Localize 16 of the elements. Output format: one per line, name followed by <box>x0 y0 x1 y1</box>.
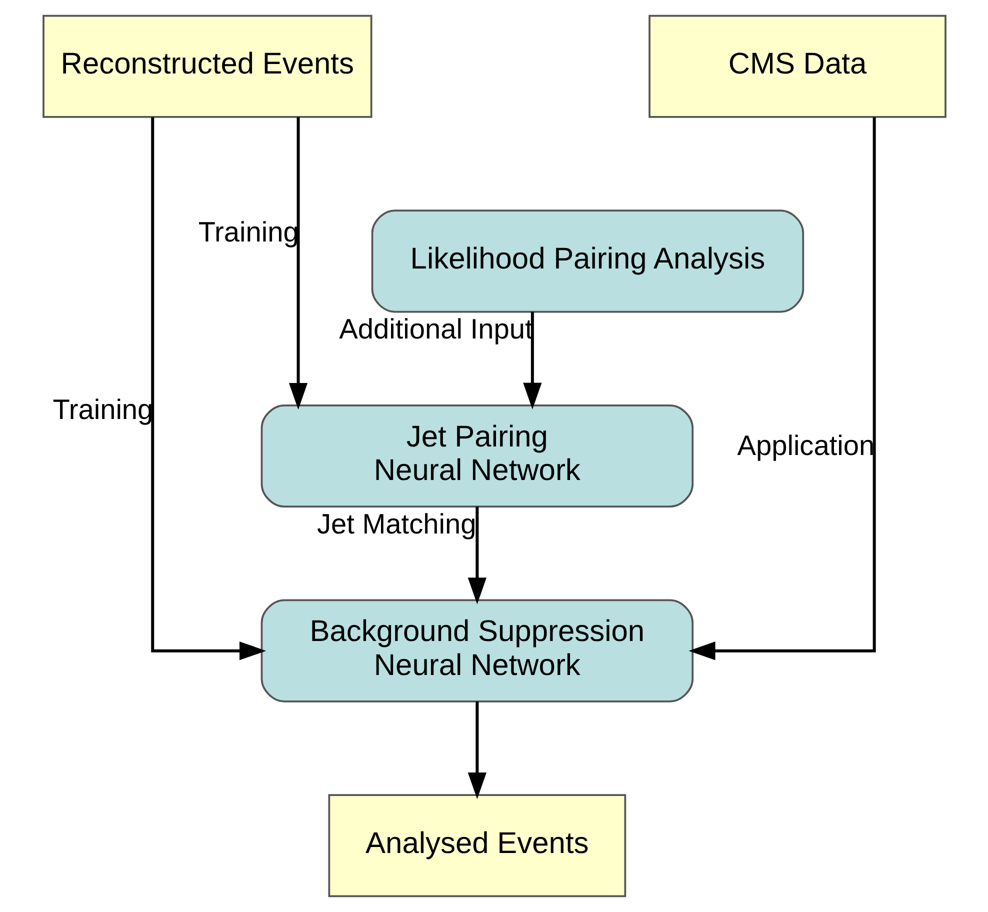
edge-label: Training <box>198 216 298 248</box>
node-box: Jet Pairing Neural Network <box>260 404 694 508</box>
arrow <box>467 702 486 800</box>
node-box: CMS Data <box>648 14 946 118</box>
node-box: Background Suppression Neural Network <box>260 599 694 702</box>
node-box: Likelihood Pairing Analysis <box>370 210 804 313</box>
edge-label: Additional Input <box>338 314 532 345</box>
edge-label: Jet Matching <box>316 508 476 540</box>
edge-label: Application <box>736 430 874 461</box>
node-box: Reconstructed Events <box>42 14 372 118</box>
arrow <box>522 312 542 410</box>
arrow <box>150 117 266 660</box>
arrow <box>688 117 876 660</box>
arrow <box>467 506 486 604</box>
node-box: Analysed Events <box>328 794 626 898</box>
arrow <box>288 117 308 410</box>
